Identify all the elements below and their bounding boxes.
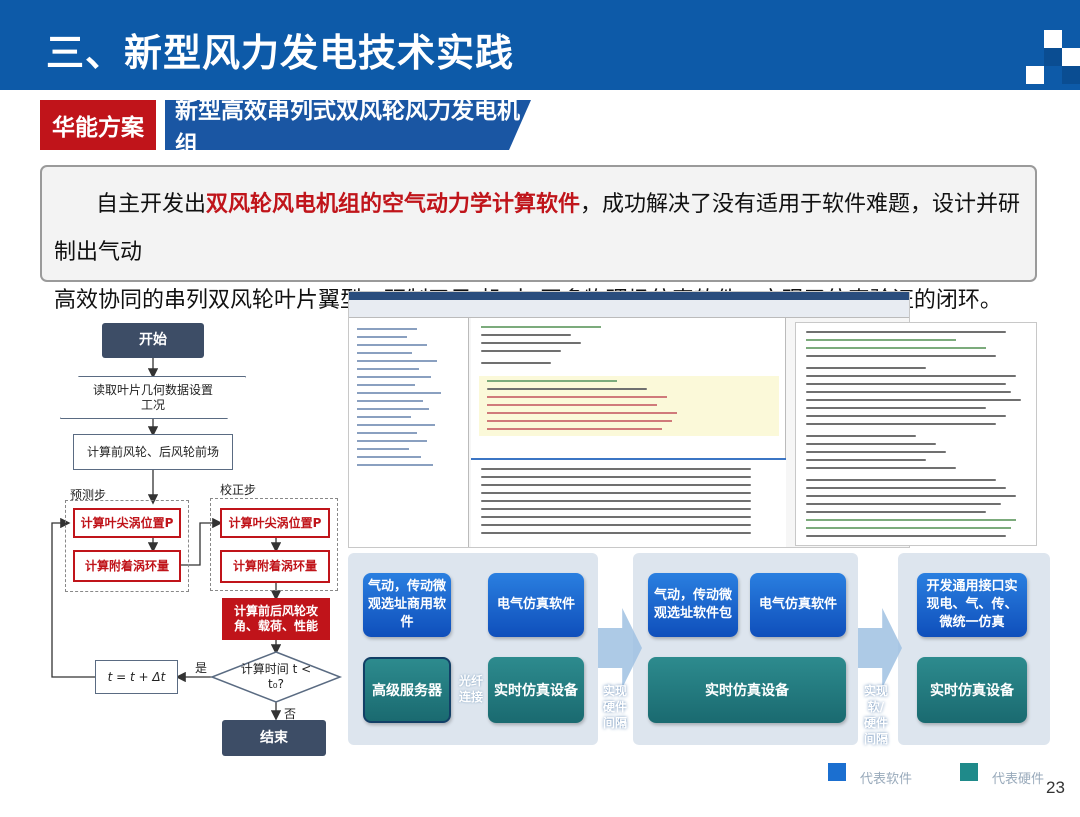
decision-label: 计算时间 t < t₀? <box>240 662 312 691</box>
arch1-hardware-server: 高级服务器 <box>363 657 451 723</box>
legend-software-swatch <box>828 763 846 781</box>
org-tag: 华能方案 <box>40 100 156 150</box>
predict-tip-vortex-node: 计算叶尖涡位置P <box>73 508 181 538</box>
performance-node: 计算前后风轮攻角、载荷、性能 <box>222 598 330 640</box>
command-window-pane <box>471 458 786 547</box>
legend-hardware-swatch <box>960 763 978 781</box>
arrow-2 <box>858 608 902 688</box>
correct-tip-vortex-node: 计算叶尖涡位置P <box>220 508 330 538</box>
architecture-diagram: 气动，传动微观选址商用软件 电气仿真软件 高级服务器 光纤连接 实时仿真设备 实… <box>348 553 1050 753</box>
no-label: 否 <box>284 707 297 721</box>
file-browser-pane <box>349 318 469 547</box>
start-node: 开始 <box>102 323 204 358</box>
topic-tag: 新型高效串列式双风轮风力发电机组 <box>165 100 531 150</box>
summary-box: 自主开发出双风轮风电机组的空气动力学计算软件，成功解决了没有适用于软件难题，设计… <box>40 165 1037 313</box>
arch1-hardware-realtime: 实时仿真设备 <box>488 657 584 723</box>
legend-hardware-label: 代表硬件 <box>992 772 1045 787</box>
input-node: 读取叶片几何数据设置工况 <box>60 376 246 419</box>
header-bar: 三、新型风力发电技术实践 <box>0 0 1080 90</box>
page-title: 三、新型风力发电技术实践 <box>46 31 515 75</box>
predict-step-label: 预测步 <box>70 488 107 502</box>
calc-wake-node: 计算前风轮、后风轮前场 <box>73 434 233 470</box>
end-node: 结束 <box>222 720 326 756</box>
arrow-1-label: 实现硬件间隔 <box>602 684 627 730</box>
arrow-2-label: 实现软/硬件间隔 <box>863 684 888 746</box>
summary-highlight: 双风轮风电机组的空气动力学计算软件 <box>206 192 581 217</box>
arch2-hardware-realtime: 实时仿真设备 <box>648 657 846 723</box>
page-number: 23 <box>1046 778 1065 797</box>
predict-group <box>65 500 189 592</box>
correct-step-label: 校正步 <box>220 483 257 497</box>
correct-circulation-node: 计算附着涡环量 <box>220 550 330 583</box>
correct-group <box>210 498 338 591</box>
flowchart: 开始 读取叶片几何数据设置工况 计算前风轮、后风轮前场 预测步 校正步 计算叶尖… <box>40 318 345 763</box>
summary-part2: ，成功解决了没有适用于软件难题，设计并研制出气动 <box>54 192 1021 265</box>
time-step-node: t = t + Δt <box>95 660 178 694</box>
highlighted-code-block <box>479 376 779 436</box>
arch3-hardware-realtime: 实时仿真设备 <box>917 657 1027 723</box>
arch2-software-aero: 气动，传动微观选址软件包 <box>648 573 738 637</box>
checker-logo <box>1026 30 1080 90</box>
arch1-software-aero: 气动，传动微观选址商用软件 <box>363 573 451 637</box>
arch3-software-interface: 开发通用接口实现电、气、传、微统一仿真 <box>917 573 1027 637</box>
summary-part1: 自主开发出 <box>96 192 207 217</box>
function-code-panel <box>795 322 1037 546</box>
legend-software-label: 代表软件 <box>860 772 913 787</box>
arch1-software-electric: 电气仿真软件 <box>488 573 584 637</box>
predict-circulation-node: 计算附着涡环量 <box>73 550 181 582</box>
arch1-link-label: 光纤连接 <box>458 674 483 704</box>
yes-label: 是 <box>195 661 208 675</box>
arch2-software-electric: 电气仿真软件 <box>750 573 846 637</box>
decision-diamond <box>209 651 343 703</box>
